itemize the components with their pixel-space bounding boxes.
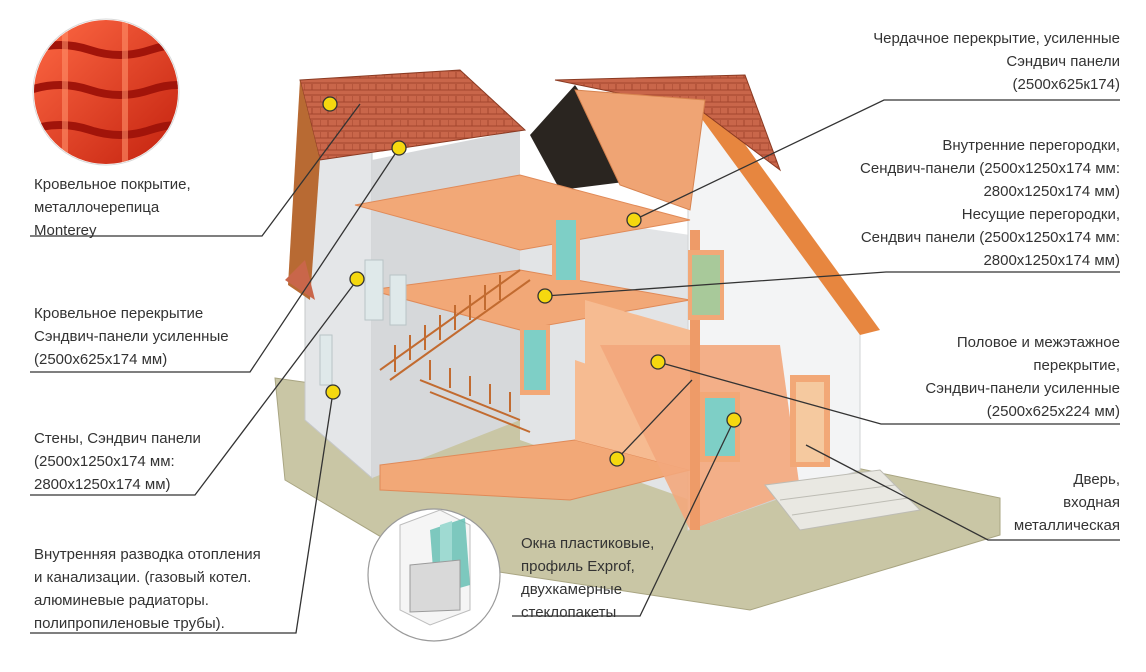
label-floors: Половое и межэтажное перекрытие, Сэндвич… — [925, 334, 1120, 420]
marker-roof-slab — [391, 140, 407, 156]
marker-walls — [349, 271, 365, 287]
window-profile-inset — [367, 508, 501, 642]
leader-utilities — [30, 391, 334, 634]
label-windows: Окна пластиковые, профиль Exprof, двухка… — [521, 535, 655, 621]
marker-partitions — [537, 288, 553, 304]
leader-lines — [30, 99, 1120, 634]
leader-windows — [512, 419, 735, 617]
label-walls: Стены, Сэндвич панели (2500х1250х174 мм:… — [34, 430, 201, 493]
staircase — [379, 269, 531, 433]
marker-roofing — [322, 96, 338, 112]
label-utilities: Внутренняя разводка отопления и канализа… — [34, 546, 261, 632]
metal-tile-inset — [32, 18, 180, 166]
leader-roof-slab — [30, 147, 400, 373]
marker-attic — [626, 212, 642, 228]
label-partitions: Внутренние перегородки, Сендвич-панели (… — [860, 137, 1120, 269]
marker-floors-2 — [609, 451, 625, 467]
leader-floors-2 — [616, 379, 693, 460]
marker-windows — [726, 412, 742, 428]
leader-roofing — [30, 103, 361, 237]
leader-walls — [30, 279, 358, 496]
marker-utilities — [325, 384, 341, 400]
label-attic-floor: Чердачное перекрытие, усиленные Сэндвич … — [873, 30, 1120, 93]
leader-partitions — [544, 271, 1120, 297]
label-roof-slab: Кровельное перекрытие Сэндвич-панели уси… — [34, 305, 229, 368]
markers — [322, 96, 742, 467]
leader-door — [805, 444, 1120, 541]
leader-attic — [633, 99, 1120, 221]
leader-floors — [657, 361, 1120, 425]
label-roofing: Кровельное покрытие, металлочерепица Mon… — [34, 176, 191, 239]
marker-floors — [650, 354, 666, 370]
windows — [319, 215, 740, 462]
roof — [285, 69, 782, 300]
entrance-door — [790, 375, 830, 467]
label-door: Дверь, входная металлическая — [1013, 471, 1120, 534]
